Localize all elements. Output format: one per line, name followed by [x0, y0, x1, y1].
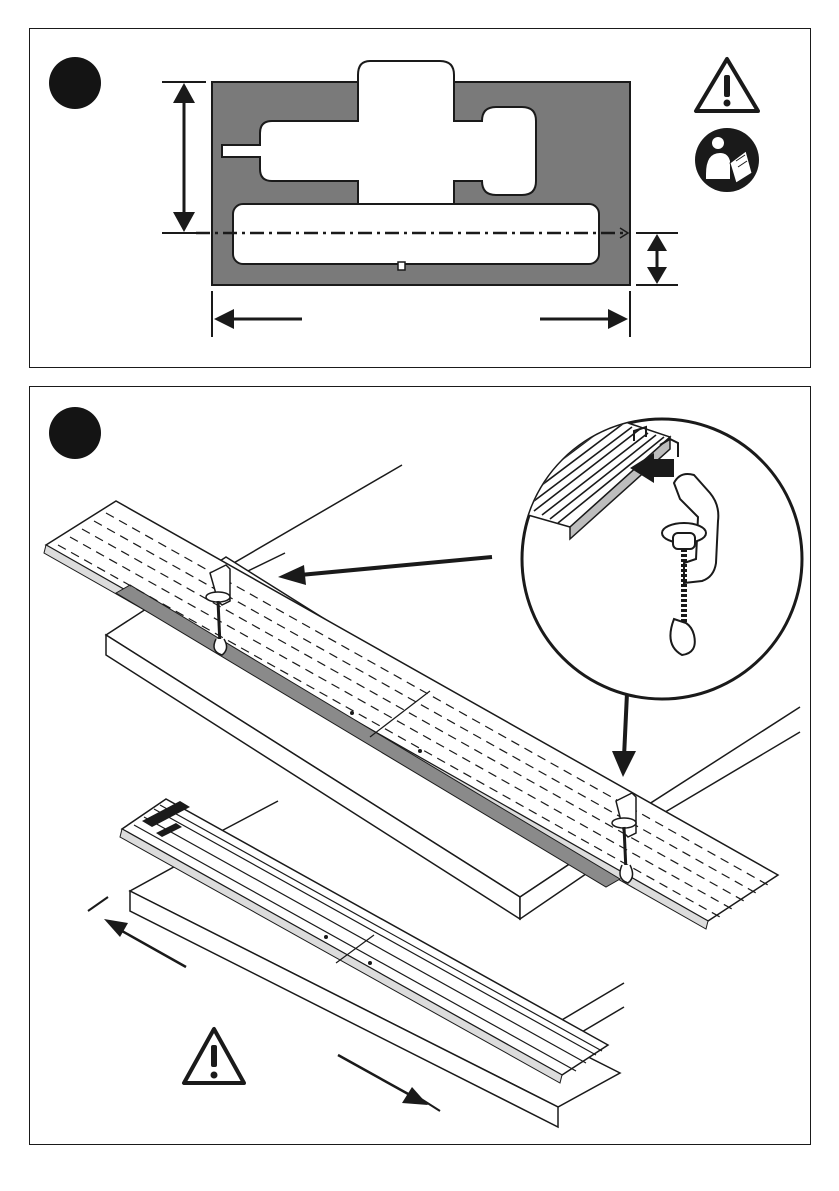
height-dimension-arrow: [162, 82, 206, 233]
warning-triangle-icon: [184, 1029, 244, 1083]
base-plate-diagram: [30, 29, 812, 369]
warning-triangle-icon: [696, 59, 758, 111]
offset-dimension-arrow: [636, 233, 678, 285]
read-manual-icon: [695, 128, 759, 192]
figure-panel-1: [29, 28, 811, 368]
detail-pointer-arrow: [278, 557, 492, 585]
figure-panel-2: [29, 386, 811, 1145]
clamp-detail-magnifier: [500, 417, 802, 699]
width-dimension-arrows: [212, 291, 630, 337]
guide-rail-assembly-diagram: [30, 387, 812, 1146]
down-insert-arrow: [612, 693, 636, 777]
